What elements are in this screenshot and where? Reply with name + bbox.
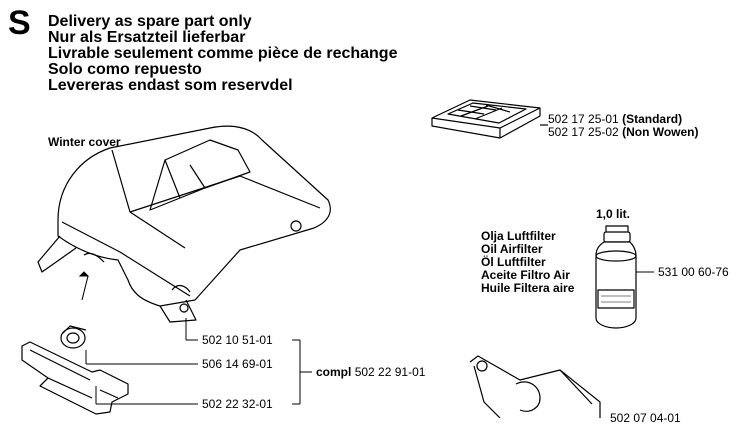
header-line-de: Nur als Ersatzteil lieferbar: [48, 29, 246, 46]
winter-cover-part-2: 506 14 69-01: [202, 357, 273, 371]
spare-part-symbol: S: [8, 4, 31, 42]
bracket-drawing: [21, 341, 129, 415]
oil-part-number: 531 00 60-76: [658, 265, 729, 279]
winter-cover-part-1: 502 10 51-01: [202, 333, 273, 347]
air-filter-nonwoven-desc: (Non Wowen): [622, 125, 699, 139]
partial-part-number: 502 07 04-01: [610, 411, 681, 425]
oil-name-es: Aceite Filtro Air: [481, 268, 570, 282]
compl-number: 502 22 91-01: [354, 365, 426, 379]
air-filter-standard-number: 502 17 25-01: [548, 112, 619, 126]
air-filter-standard-label: 502 17 25-01 (Standard): [548, 113, 682, 126]
winter-cover-title: Winter cover: [48, 135, 121, 149]
oil-volume: 1,0 lit.: [596, 207, 631, 221]
header-line-es: Solo como repuesto: [48, 61, 202, 78]
winter-cover-compl-label: compl 502 22 91-01: [316, 366, 425, 379]
air-filter-drawing: [431, 99, 548, 139]
grommet-drawing: [60, 325, 87, 349]
winter-cover-part-3: 502 22 32-01: [202, 397, 273, 411]
winter-cover-drawing: [37, 125, 331, 323]
oil-name-sv: Olja Luftfilter: [481, 229, 556, 243]
air-filter-standard-desc: (Standard): [622, 112, 683, 126]
arrow-line: [81, 275, 89, 301]
header-line-fr: Livrable seulement comme pièce de rechan…: [48, 45, 398, 62]
oil-name-en: Oil Airfilter: [481, 242, 543, 256]
oil-name-de: Öl Luftfilter: [481, 255, 546, 269]
oil-name-fr: Huile Filtera aire: [481, 281, 575, 295]
header-line-en: Delivery as spare part only: [48, 13, 252, 30]
compl-prefix: compl: [316, 365, 352, 379]
partial-part-drawing: [469, 355, 601, 418]
oil-bottle-drawing: [595, 225, 637, 329]
air-filter-nonwoven-label: 502 17 25-02 (Non Wowen): [548, 126, 699, 139]
header-line-sv: Levereras endast som reservdel: [48, 77, 293, 94]
air-filter-nonwoven-number: 502 17 25-02: [548, 125, 619, 139]
